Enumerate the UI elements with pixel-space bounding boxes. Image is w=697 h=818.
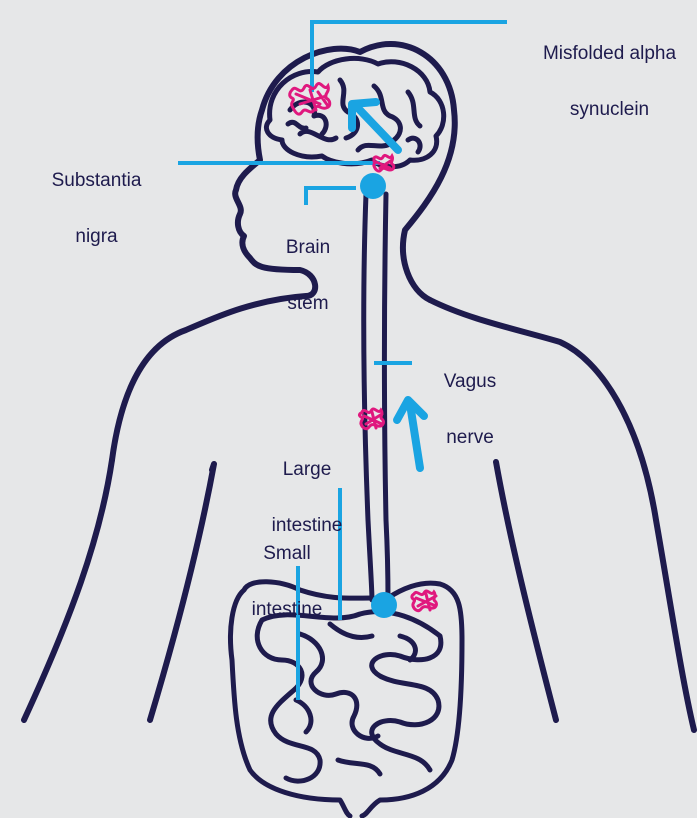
label-vagus-line-2: nerve xyxy=(424,424,516,452)
left-side-outline xyxy=(24,460,112,720)
label-substantia-line-2: nigra xyxy=(24,223,169,251)
label-misfolded-line-2: synuclein xyxy=(522,96,697,124)
squiggle-clump-icon-substantia xyxy=(374,155,394,171)
up-arrow-icon xyxy=(397,400,424,468)
label-brainstem-line-2: stem xyxy=(268,290,348,318)
label-misfolded-alpha-synuclein: Misfolded alpha synuclein xyxy=(522,12,697,152)
nerve-left-line xyxy=(364,194,372,600)
squiggle-clump-icon-brain xyxy=(290,83,330,114)
label-substantia-line-1: Substantia xyxy=(24,167,169,195)
label-brain-stem: Brain stem xyxy=(268,206,348,346)
label-vagus-line-1: Vagus xyxy=(424,368,516,396)
label-vagus-nerve: Vagus nerve xyxy=(424,340,516,480)
brainstem-leader xyxy=(306,188,354,203)
label-small-intestine-line-2: intestine xyxy=(232,596,342,624)
label-substantia-nigra: Substantia nigra xyxy=(24,139,169,279)
label-small-intestine-line-1: Small xyxy=(232,540,342,568)
label-brainstem-line-1: Brain xyxy=(268,234,348,262)
left-arm-outline xyxy=(150,464,214,720)
label-large-intestine-line-1: Large xyxy=(252,456,362,484)
squiggle-clump-icon-vagus xyxy=(359,409,383,429)
brainstem-node-icon xyxy=(360,173,386,199)
right-arm-outline xyxy=(496,462,556,720)
nerve-right-line xyxy=(385,194,389,600)
vagus-nerve-tube xyxy=(364,194,388,600)
squiggle-clump-icon-gut xyxy=(412,591,436,611)
gut-node-icon xyxy=(371,592,397,618)
label-small-intestine: Small intestine xyxy=(232,512,342,652)
label-misfolded-line-1: Misfolded alpha xyxy=(522,40,697,68)
